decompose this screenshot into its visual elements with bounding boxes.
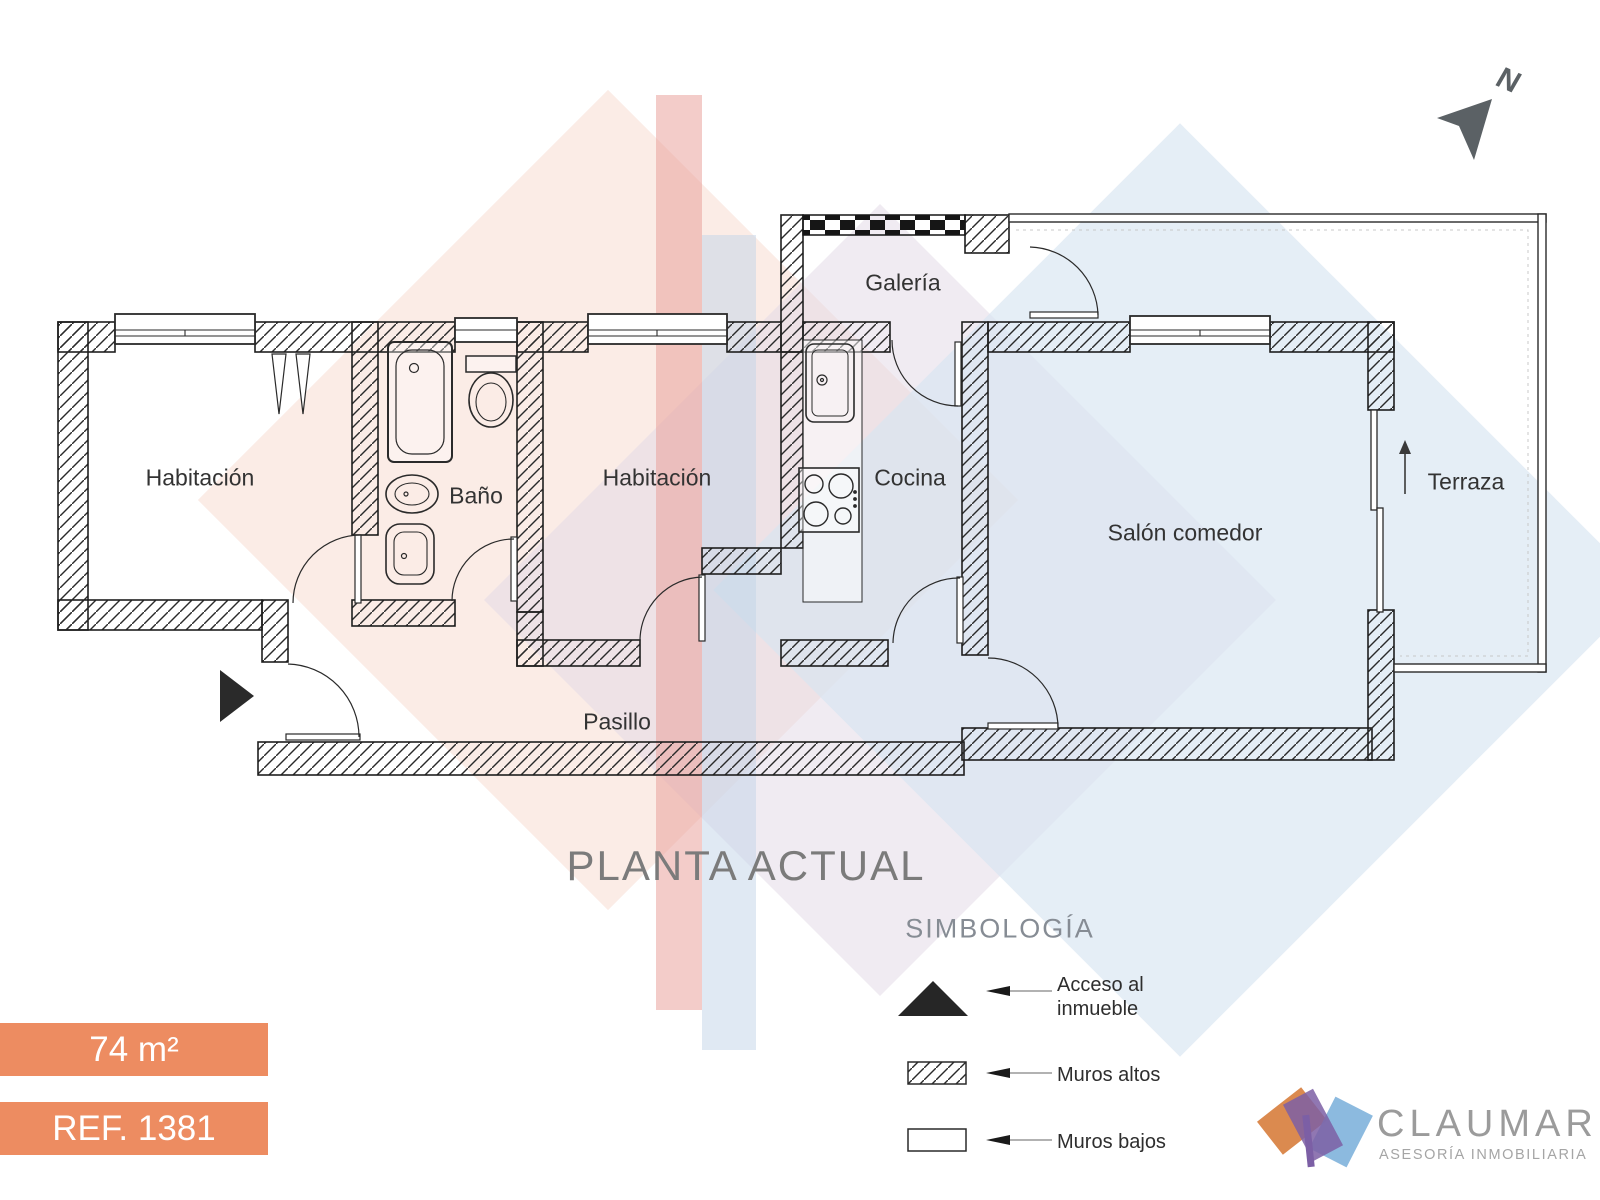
room-label-habitacion-left: Habitación: [145, 464, 255, 491]
legend-pointer-1: [986, 986, 1052, 996]
legend-label-muros-bajos: Muros bajos: [1057, 1131, 1166, 1153]
legend-label-acceso: Acceso al inmueble: [1057, 974, 1144, 1020]
bidet: [385, 523, 435, 585]
brand-logo: CLAUMAR ASESORÍA INMOBILIARIA: [1250, 1085, 1593, 1185]
entry-door: [285, 663, 361, 741]
door-bano: [451, 536, 518, 602]
legend-title: SIMBOLOGÍA: [905, 913, 1095, 944]
window-habitacion-mid: [587, 313, 728, 345]
bathtub: [387, 341, 453, 463]
legend-low-wall-swatch: [907, 1128, 967, 1152]
room-label-bano: Baño: [449, 482, 503, 509]
door-galeria-cocina: [891, 339, 962, 407]
door-habitacion-left: [292, 534, 362, 604]
brand-tagline: ASESORÍA INMOBILIARIA: [1379, 1147, 1588, 1163]
terraza-arrow-icon: [1399, 440, 1411, 494]
galeria-glazed-wall: [802, 214, 966, 236]
legend-symbols: [898, 981, 1052, 1152]
entry-arrow-icon: [220, 670, 254, 722]
room-label-pasillo: Pasillo: [583, 708, 651, 735]
door-salon: [987, 657, 1059, 730]
legend-label-muros-altos: Muros altos: [1057, 1064, 1161, 1086]
stove: [798, 467, 860, 533]
room-label-cocina: Cocina: [874, 464, 946, 491]
door-galeria-salon: [1029, 246, 1099, 319]
high-walls: [57, 214, 1395, 776]
north-arrow-icon: [1437, 99, 1492, 160]
legend-high-wall-swatch: [907, 1061, 967, 1085]
terraza-inner-line: [1016, 229, 1529, 657]
legend-entry-triangle-icon: [898, 981, 968, 1016]
toilet: [465, 355, 517, 428]
room-label-habitacion-mid: Habitación: [602, 464, 712, 491]
room-label-galeria: Galería: [865, 269, 941, 296]
room-label-salon: Salón comedor: [1107, 519, 1263, 546]
plan-title: PLANTA ACTUAL: [566, 842, 926, 889]
bathroom-sink: [385, 474, 439, 514]
legend-pointer-3: [986, 1135, 1052, 1145]
area-badge: 74 m²: [0, 1023, 268, 1076]
room-label-terraza: Terraza: [1427, 468, 1505, 495]
closet-bifold-doors: [271, 353, 311, 415]
window-bano: [454, 317, 518, 343]
door-habitacion-mid: [639, 574, 706, 642]
reference-badge: REF. 1381: [0, 1102, 268, 1155]
window-salon: [1129, 315, 1271, 345]
legend-pointer-2: [986, 1068, 1052, 1078]
terraza-glass-door: [1370, 409, 1384, 613]
window-habitacion-left: [114, 313, 256, 345]
door-cocina: [892, 576, 964, 644]
brand-name: CLAUMAR: [1377, 1103, 1598, 1145]
